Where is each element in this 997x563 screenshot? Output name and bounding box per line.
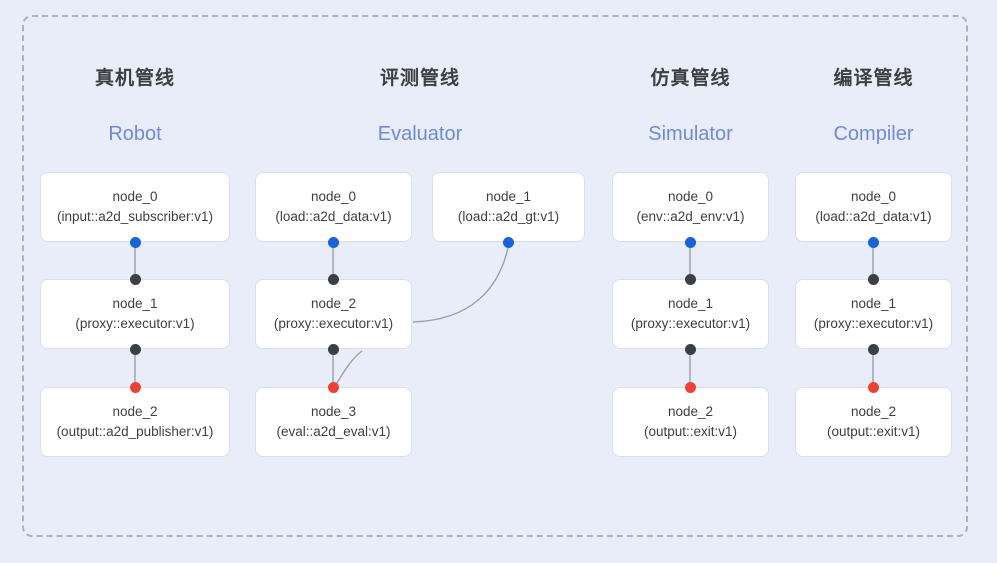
node-box-simulator-node_2[interactable]: node_2(output::exit:v1) [612,387,769,457]
node-port-output-dot[interactable] [129,343,141,355]
node-name: node_2 [667,404,714,419]
node-type: (load::a2d_data:v1) [815,209,932,224]
node-name: node_1 [667,296,714,311]
node-port-input-dot[interactable] [868,273,879,285]
column-title-en-robot: Robot [108,123,162,145]
node-box-simulator-node_1[interactable]: node_1(proxy::executor:v1) [612,279,769,349]
node-name: node_0 [310,189,357,204]
node-box-simulator-node_0[interactable]: node_0(env::a2d_env:v1) [612,172,769,242]
node-name: node_3 [310,404,357,419]
node-port-output-dot[interactable] [503,236,514,248]
node-box-evaluator-node_3[interactable]: node_3(eval::a2d_eval:v1) [255,387,412,457]
node-box-evaluator-node_0[interactable]: node_0(load::a2d_data:v1) [255,172,412,242]
node-type: (env::a2d_env:v1) [636,209,745,224]
node-port-input-dot[interactable] [129,273,141,285]
node-name: node_2 [850,404,897,419]
node-type: (load::a2d_data:v1) [275,209,392,224]
node-port-input-dot[interactable] [328,381,339,393]
node-port-input-dot[interactable] [685,273,696,285]
node-port-output-dot[interactable] [685,236,696,248]
node-port-output-dot[interactable] [868,343,879,355]
column-title-en-simulator: Simulator [648,123,733,145]
node-port-input-dot[interactable] [868,381,879,393]
column-title-en-evaluator: Evaluator [377,123,463,145]
node-box-robot-node_2[interactable]: node_2(output::a2d_publisher:v1) [40,387,230,457]
column-title-cn-simulator: 仿真管线 [650,68,731,89]
pipeline-container-frame [22,15,968,537]
node-box-compiler-node_1[interactable]: node_1(proxy::executor:v1) [795,279,952,349]
node-type: (output::exit:v1) [643,424,738,439]
node-type: (output::exit:v1) [826,424,921,439]
node-type: (eval::a2d_eval:v1) [276,424,391,439]
node-name: node_1 [485,189,532,204]
node-name: node_1 [850,296,897,311]
node-type: (load::a2d_gt:v1) [457,209,560,224]
node-type: (proxy::executor:v1) [75,316,195,331]
node-box-robot-node_1[interactable]: node_1(proxy::executor:v1) [40,279,230,349]
node-name: node_0 [112,189,158,204]
node-port-input-dot[interactable] [328,273,339,285]
node-port-output-dot[interactable] [685,343,696,355]
node-type: (output::a2d_publisher:v1) [56,424,214,439]
node-name: node_0 [850,189,897,204]
node-port-output-dot[interactable] [328,343,339,355]
node-type: (proxy::executor:v1) [273,316,394,331]
node-name: node_0 [667,189,714,204]
node-port-output-dot[interactable] [129,236,141,248]
node-port-output-dot[interactable] [328,236,339,248]
node-name: node_1 [112,296,158,311]
column-title-cn-evaluator: 评测管线 [379,68,460,89]
node-port-input-dot[interactable] [129,381,141,393]
node-box-compiler-node_0[interactable]: node_0(load::a2d_data:v1) [795,172,952,242]
column-title-cn-robot: 真机管线 [94,68,175,89]
node-box-evaluator-node_2[interactable]: node_2(proxy::executor:v1) [255,279,412,349]
node-type: (input::a2d_subscriber:v1) [56,209,214,224]
node-port-output-dot[interactable] [868,236,879,248]
node-box-robot-node_0[interactable]: node_0(input::a2d_subscriber:v1) [40,172,230,242]
column-title-en-compiler: Compiler [833,123,914,145]
column-title-cn-compiler: 编译管线 [833,68,914,89]
node-name: node_2 [310,296,357,311]
node-type: (proxy::executor:v1) [813,316,934,331]
node-port-input-dot[interactable] [685,381,696,393]
node-type: (proxy::executor:v1) [630,316,751,331]
node-box-compiler-node_2[interactable]: node_2(output::exit:v1) [795,387,952,457]
node-box-evaluator-node_1[interactable]: node_1(load::a2d_gt:v1) [432,172,585,242]
node-name: node_2 [112,404,158,419]
